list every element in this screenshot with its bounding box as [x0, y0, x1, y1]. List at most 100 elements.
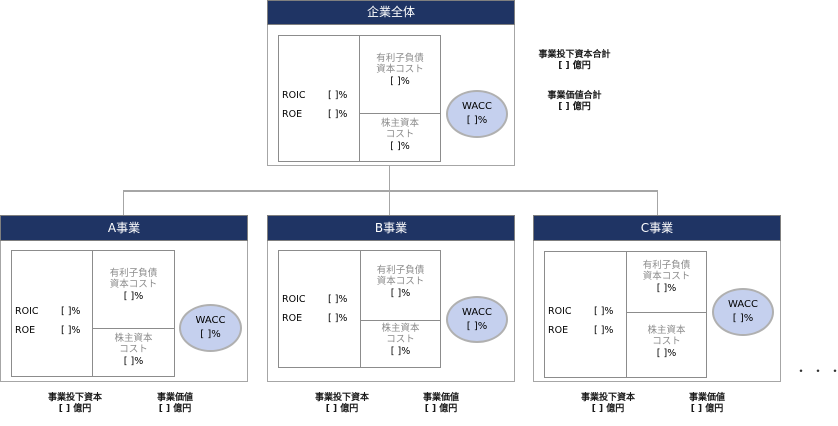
equity-cost-cell: 株主資本 コスト [ ]% — [361, 320, 440, 367]
invested-capital-value: [ ] 億円 — [558, 61, 591, 71]
equity-cost-cell: 株主資本 コスト [ ]% — [93, 328, 174, 376]
business-value-value: [ ] 億円 — [158, 404, 192, 414]
company-invested-capital: 事業投下資本合計 [ ] 億円 — [527, 50, 622, 72]
roe-value: [ ]% — [328, 313, 348, 324]
connector-left-drop — [123, 190, 124, 215]
debt-cost-value: [ ]% — [390, 288, 411, 299]
more-businesses-ellipsis: ・・・ — [795, 364, 838, 378]
debt-cost-value: [ ]% — [123, 291, 144, 302]
roe-row: ROE [ ]% — [282, 313, 360, 325]
roic-value: [ ]% — [328, 294, 348, 305]
wacc-value: [ ]% — [466, 320, 488, 332]
roic-value: [ ]% — [594, 306, 614, 317]
roic-value: [ ]% — [61, 306, 81, 317]
roe-label: ROE — [548, 325, 569, 336]
debt-cost-label-1: 有利子負債 — [642, 260, 691, 271]
debt-cost-label-1: 有利子負債 — [376, 53, 424, 64]
invested-capital-label: 事業投下資本 — [314, 393, 369, 403]
invested-capital-value: [ ] 億円 — [591, 404, 625, 414]
business-value-value: [ ] 億円 — [424, 404, 458, 414]
business-unit-c: C事業 ROIC [ ]% ROE [ ]% 有利子負債 資本コスト [ ]% … — [533, 215, 781, 382]
connector-horizontal — [123, 190, 658, 192]
debt-cost-value: [ ]% — [656, 283, 677, 294]
equity-cost-label-2: コスト — [386, 334, 415, 345]
company-unit: 企業全体 ROIC [ ]% ROE [ ]% 有利子負債 資本コスト [ ]%… — [267, 0, 515, 166]
business-value-value: [ ] 億円 — [558, 102, 591, 112]
debt-cost-cell: 有利子負債 資本コスト [ ]% — [361, 251, 440, 321]
business-c-header: C事業 — [533, 215, 781, 241]
business-c-business-value: 事業価値 [ ] 億円 — [677, 393, 737, 415]
roic-label: ROIC — [15, 306, 39, 317]
equity-cost-label-2: コスト — [652, 336, 681, 347]
debt-cost-cell: 有利子負債 資本コスト [ ]% — [93, 251, 174, 329]
equity-cost-label-1: 株主資本 — [647, 325, 686, 336]
wacc-ellipse: WACC [ ]% — [446, 90, 508, 138]
roic-label: ROIC — [282, 90, 306, 101]
returns-column: ROIC [ ]% ROE [ ]% — [279, 36, 360, 161]
debt-cost-label-2: 資本コスト — [376, 276, 425, 287]
roic-label: ROIC — [282, 294, 306, 305]
roe-label: ROE — [282, 313, 303, 324]
business-c-metrics-box: ROIC [ ]% ROE [ ]% 有利子負債 資本コスト [ ]% 株主資本… — [544, 251, 707, 378]
roic-row: ROIC [ ]% — [15, 306, 92, 318]
equity-cost-value: [ ]% — [390, 346, 411, 357]
connector-right-drop — [657, 190, 658, 215]
equity-cost-value: [ ]% — [656, 348, 677, 359]
debt-cost-cell: 有利子負債 資本コスト [ ]% — [627, 252, 706, 313]
business-unit-b: B事業 ROIC [ ]% ROE [ ]% 有利子負債 資本コスト [ ]% … — [267, 215, 515, 382]
wacc-ellipse: WACC [ ]% — [446, 296, 508, 343]
wacc-value: [ ]% — [466, 115, 488, 126]
roe-label: ROE — [15, 325, 36, 336]
roe-value: [ ]% — [328, 109, 348, 120]
business-value-value: [ ] 億円 — [690, 404, 724, 414]
roe-row: ROE [ ]% — [15, 325, 92, 337]
equity-cost-label-2: コスト — [385, 129, 415, 140]
roe-row: ROE [ ]% — [282, 109, 359, 121]
roe-label: ROE — [282, 109, 303, 120]
roe-row: ROE [ ]% — [548, 325, 626, 337]
business-a-business-value: 事業価値 [ ] 億円 — [145, 393, 205, 415]
equity-cost-label-1: 株主資本 — [380, 118, 419, 129]
debt-cost-label-2: 資本コスト — [376, 64, 424, 75]
equity-cost-value: [ ]% — [390, 141, 410, 152]
debt-cost-label-2: 資本コスト — [642, 271, 691, 282]
roic-row: ROIC [ ]% — [282, 294, 360, 306]
equity-cost-cell: 株主資本 コスト [ ]% — [360, 113, 440, 161]
wacc-value: [ ]% — [732, 313, 754, 324]
business-value-label: 事業価値 — [688, 393, 725, 403]
wacc-ellipse: WACC [ ]% — [712, 288, 774, 336]
business-a-metrics-box: ROIC [ ]% ROE [ ]% 有利子負債 資本コスト [ ]% 株主資本… — [11, 250, 175, 377]
business-value-label: 事業価値 — [422, 393, 459, 403]
business-b-header: B事業 — [267, 215, 515, 241]
wacc-label: WACC — [462, 101, 492, 112]
company-header: 企業全体 — [267, 0, 515, 25]
business-value-label: 事業価値合計 — [547, 91, 602, 101]
invested-capital-label: 事業投下資本 — [47, 393, 102, 403]
company-business-value: 事業価値合計 [ ] 億円 — [527, 91, 622, 113]
roe-value: [ ]% — [594, 325, 614, 336]
business-unit-a: A事業 ROIC [ ]% ROE [ ]% 有利子負債 資本コスト [ ]% … — [0, 215, 248, 382]
returns-column: ROIC [ ]% ROE [ ]% — [279, 251, 361, 367]
wacc-label: WACC — [728, 299, 758, 310]
invested-capital-value: [ ] 億円 — [58, 404, 92, 414]
business-b-metrics-box: ROIC [ ]% ROE [ ]% 有利子負債 資本コスト [ ]% 株主資本… — [278, 250, 441, 368]
debt-cost-value: [ ]% — [390, 76, 410, 87]
wacc-label: WACC — [462, 306, 492, 318]
business-a-header: A事業 — [0, 215, 248, 241]
roic-value: [ ]% — [328, 90, 348, 101]
business-b-invested-capital: 事業投下資本 [ ] 億円 — [302, 393, 382, 415]
equity-cost-label-1: 株主資本 — [381, 323, 420, 334]
returns-column: ROIC [ ]% ROE [ ]% — [545, 252, 627, 377]
business-b-business-value: 事業価値 [ ] 億円 — [411, 393, 471, 415]
equity-cost-label-1: 株主資本 — [114, 333, 153, 344]
equity-cost-cell: 株主資本 コスト [ ]% — [627, 312, 706, 377]
debt-cost-label-1: 有利子負債 — [376, 265, 425, 276]
wacc-value: [ ]% — [200, 329, 221, 340]
equity-cost-label-2: コスト — [119, 344, 148, 355]
roic-row: ROIC [ ]% — [282, 90, 359, 102]
roic-row: ROIC [ ]% — [548, 306, 626, 318]
business-c-invested-capital: 事業投下資本 [ ] 億円 — [568, 393, 648, 415]
equity-cost-value: [ ]% — [123, 356, 144, 367]
roic-label: ROIC — [548, 306, 572, 317]
